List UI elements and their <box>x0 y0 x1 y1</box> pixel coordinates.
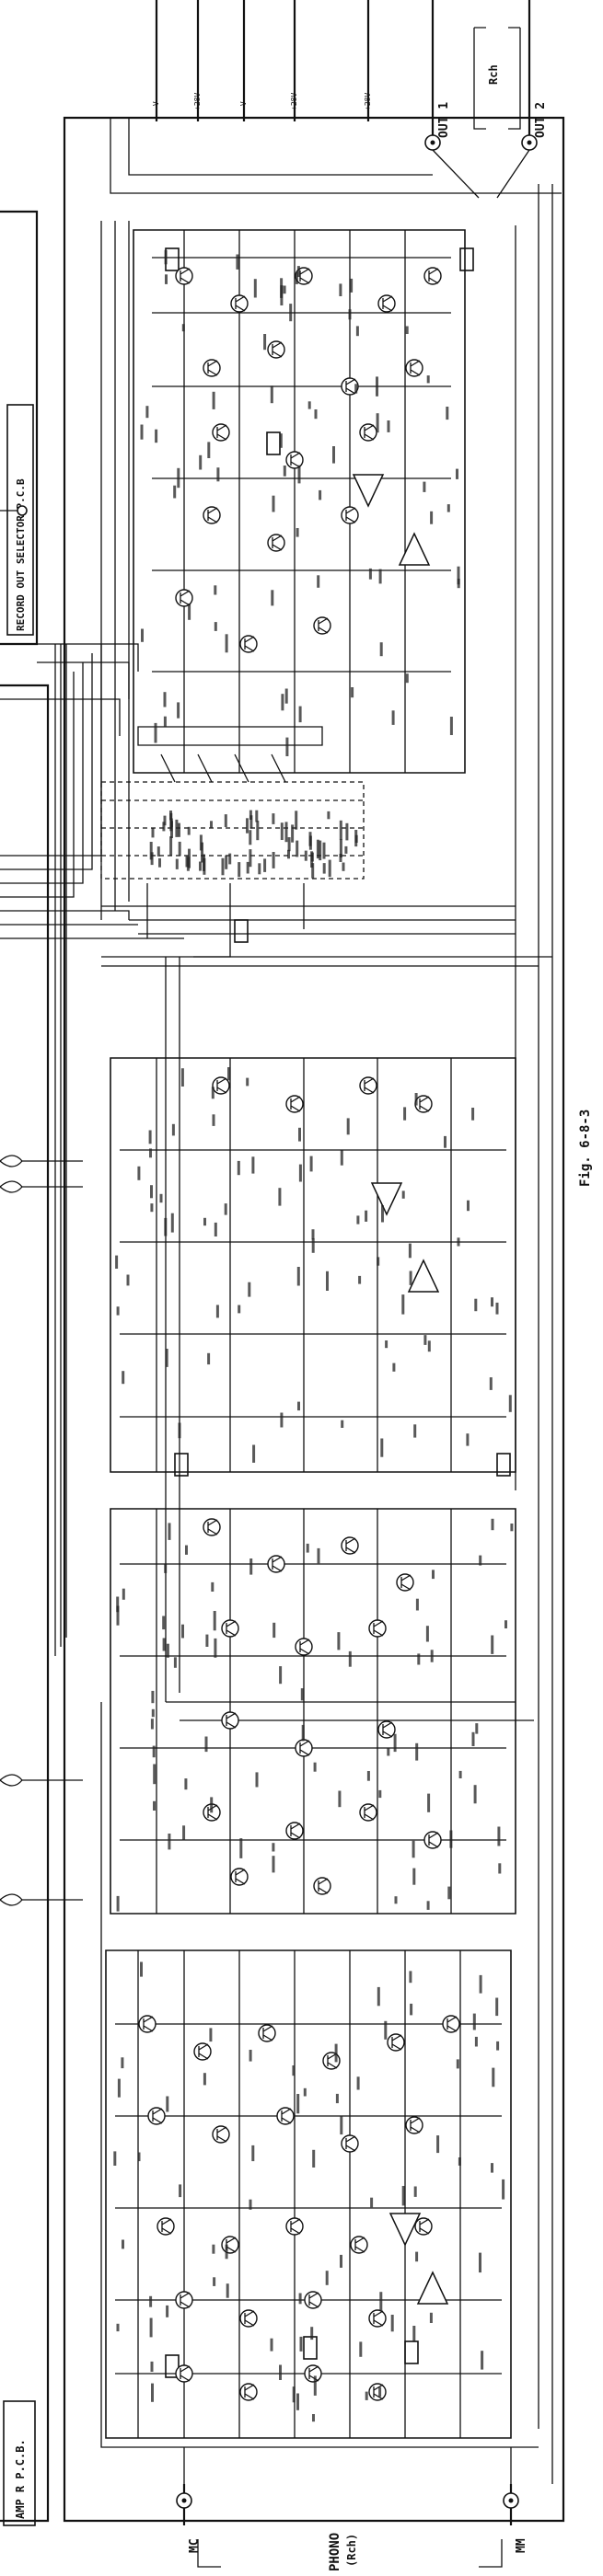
transistor-symbol <box>359 423 377 442</box>
opamp-symbol <box>370 1182 403 1216</box>
transistor-symbol <box>258 2024 276 2042</box>
transistor-symbol <box>193 2042 212 2061</box>
opamp-symbol <box>407 1259 440 1293</box>
transistor-symbol <box>175 2291 193 2309</box>
selector-board: RECORD OUT SELECTOR P.C.B <box>0 404 34 636</box>
transistor-symbol <box>341 506 359 524</box>
board-title-box: AMP R P.C.B. <box>3 2400 36 2526</box>
transistor-symbol <box>368 2383 387 2401</box>
opamp-symbol <box>398 532 431 566</box>
rail-label-2: +28V <box>193 93 202 110</box>
transistor-symbol <box>405 359 423 377</box>
transistor-symbol <box>267 1555 285 1573</box>
transistor-symbol <box>341 2134 359 2153</box>
transistor-symbol <box>212 1076 230 1095</box>
transistor-symbol <box>175 267 193 285</box>
transistor-symbol <box>377 1720 396 1739</box>
opamp-symbol <box>416 2271 449 2305</box>
transistor-symbol <box>442 2015 460 2033</box>
transistor-symbol <box>368 1619 387 1638</box>
transistor-symbol <box>350 2236 368 2254</box>
transistor-symbol <box>239 2309 258 2328</box>
selector-title: RECORD OUT SELECTOR P.C.B <box>15 478 27 631</box>
transistor-symbol <box>267 534 285 552</box>
board-title: AMP R P.C.B. <box>14 2439 27 2519</box>
transistor-symbol <box>221 1711 239 1730</box>
transistor-symbol <box>285 1822 304 1840</box>
transistor-symbol <box>414 2217 433 2236</box>
transistor-symbol <box>212 2125 230 2144</box>
transistor-symbol <box>267 340 285 359</box>
rail-label-1: -V <box>152 101 160 110</box>
relay-block <box>100 726 365 958</box>
rail-label-4: +28V <box>290 93 298 110</box>
transistor-symbol <box>405 2116 423 2134</box>
transistor-symbol <box>313 616 331 635</box>
transistor-symbol <box>221 1619 239 1638</box>
transistor-symbol <box>212 423 230 442</box>
transistor-symbol <box>304 2291 322 2309</box>
transistor-symbol <box>341 1536 359 1555</box>
transistor-symbol <box>368 2309 387 2328</box>
rail-label-5: +28V <box>364 93 372 110</box>
cable-bundle <box>0 643 147 1906</box>
phono-eq-section <box>105 1949 512 2439</box>
transistor-symbol <box>423 1831 442 1849</box>
transistor-symbol <box>295 1739 313 1757</box>
power-rails <box>110 0 562 194</box>
opamp-symbol <box>352 474 385 508</box>
transistor-symbol <box>239 635 258 653</box>
phono-label: PHONO <box>328 2533 342 2571</box>
output-2-label: OUT 2 <box>534 102 548 138</box>
figure-caption: Fig. 6-8-3 <box>578 1110 593 1187</box>
opamp-symbol <box>388 2213 422 2247</box>
transistor-symbol <box>387 2033 405 2052</box>
transistor-symbol <box>414 1095 433 1113</box>
lower-amp-section <box>110 1057 516 1915</box>
transistor-symbol <box>147 2107 166 2125</box>
transistor-symbol <box>157 2217 175 2236</box>
transistor-symbol <box>239 2383 258 2401</box>
transistor-symbol <box>203 506 221 524</box>
transistor-symbol <box>221 2236 239 2254</box>
transistor-symbol <box>295 1638 313 1656</box>
output-group-label: Rch <box>487 64 500 85</box>
components-layer <box>113 249 514 2422</box>
transistor-symbol <box>175 2364 193 2383</box>
upper-amp-section <box>133 229 474 774</box>
transistor-symbol <box>138 2015 157 2033</box>
transistor-symbol <box>230 1868 249 1886</box>
transistor-symbol <box>304 2364 322 2383</box>
phono-channel-label: (Rch) <box>345 2534 358 2567</box>
transistor-symbol <box>203 1518 221 1536</box>
input-jack-mc-label: MC <box>188 2538 202 2553</box>
output-1-label: OUT 1 <box>437 102 451 138</box>
transistor-symbol <box>230 294 249 313</box>
transistor-symbol <box>359 1803 377 1822</box>
board-outline <box>0 116 565 2523</box>
transistor-symbol <box>359 1076 377 1095</box>
transistor-symbol <box>285 2217 304 2236</box>
rail-label-3: -V <box>239 101 248 110</box>
input-jacks: MC MM PHONO (Rch) <box>176 2447 528 2571</box>
transistor-symbol <box>313 1877 331 1895</box>
output-jacks: OUT 1 OUT 2 Rch <box>424 0 548 199</box>
transistor-symbol <box>276 2107 295 2125</box>
rail-labels: -V +28V -V +28V +28V <box>152 93 372 110</box>
transistor-symbol <box>377 294 396 313</box>
transistor-symbol <box>285 1095 304 1113</box>
transistor-symbol <box>203 359 221 377</box>
input-jack-mm-label: MM <box>515 2538 528 2553</box>
transistor-symbol <box>423 267 442 285</box>
transistor-symbol <box>396 1573 414 1592</box>
